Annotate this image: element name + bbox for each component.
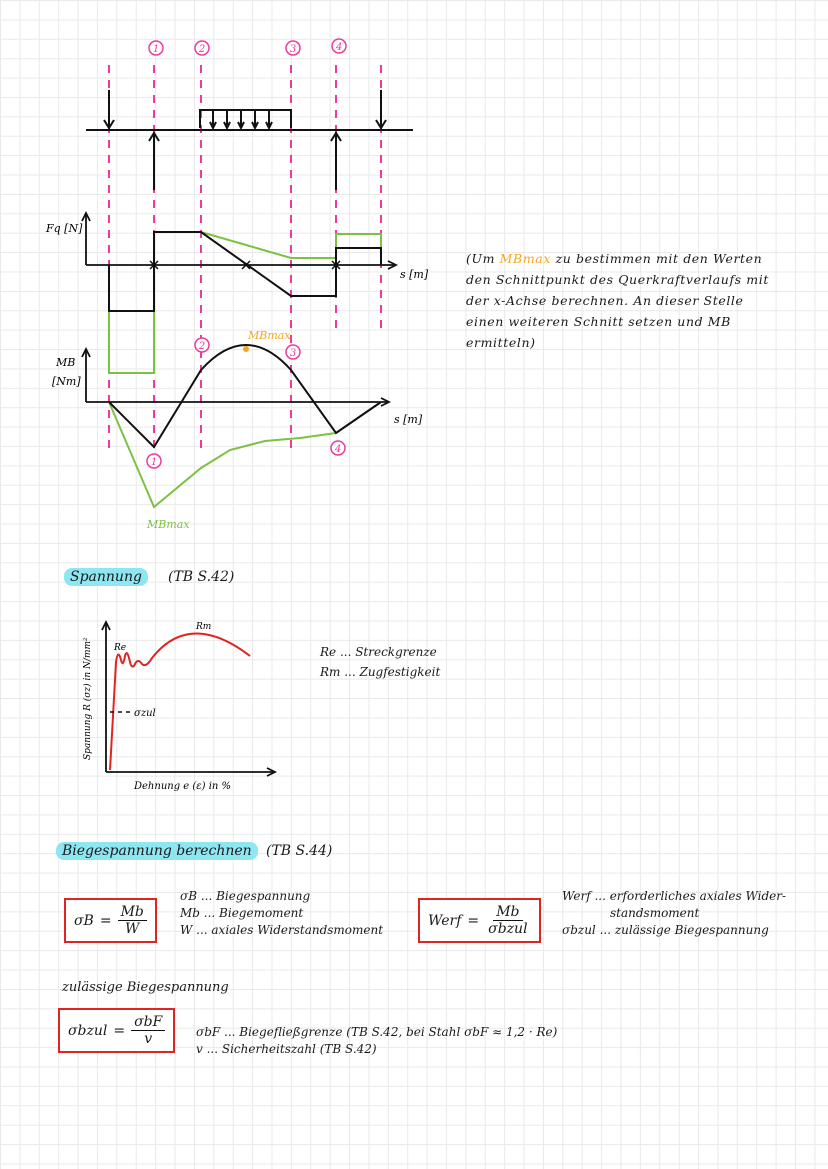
side-note-line-1: (Um MBmax zu bestimmen mit den Werten [466,248,796,269]
section-markers-moment: 1 2 3 4 [146,337,346,469]
moment-marker-2: 2 [198,341,205,352]
section-markers-top: 1 2 3 4 [148,38,347,56]
formula2-numerator: Mb [493,904,523,921]
glossary-1: σB ... Biegespannung Mb ... Biegemoment … [180,888,383,939]
side-note-line-5: ermitteln) [466,335,536,350]
side-note-suffix: zu bestimmen mit den Werten [555,251,763,266]
formula1-equals: = [99,912,112,929]
side-note: (Um MBmax zu bestimmen mit den Werten de… [466,248,796,353]
legend-re: Re ... Streckgrenze [320,645,437,659]
moment-max-label-orange: MBmax [247,329,291,342]
sigma-zul-label: σzul [134,708,156,719]
formula3-lhs: σbzul [68,1022,108,1039]
stress-strain-curve [109,632,251,771]
stress-legend: Re ... Streckgrenze Rm ... Zugfestigkeit [320,642,440,682]
formula3-equals: = [113,1022,126,1039]
legend-rm: Rm ... Zugfestigkeit [320,665,441,679]
section-lines [108,65,382,450]
stress-strain-chart: Re Rm σzul Spannung R (σz) in N/mm² Dehn… [82,619,278,792]
moment-max-point [243,346,249,352]
stress-y-axis-label: Spannung R (σz) in N/mm² [82,637,93,760]
formula2-lhs: Werf [428,912,462,929]
shear-axes [81,210,399,270]
moment-x-axis-label: s [m] [394,413,423,426]
glossary-2-line-2: standsmoment [610,906,700,920]
spannung-heading: Spannung [64,568,148,586]
shear-y-axis-label: Fq [N] [45,222,83,235]
biegespannung-heading: Biegespannung berechnen [56,842,258,860]
subheading-allowable-stress: zulässige Biegespannung [62,980,229,995]
formula-allowable-stress: σbzul = σbF v [58,1008,176,1053]
glossary-2: Werf ... erforderliches axiales Wider- s… [562,888,812,939]
formula-required-modulus: Werf = Mb σbzul [418,898,541,943]
glossary-1-line-2: Mb ... Biegemoment [180,906,304,920]
formula2-equals: = [467,912,480,929]
glossary-3-line-1: σbF ... Biegefließgrenze (TB S.42, bei S… [196,1025,558,1039]
moment-max-label-green: MBmax [146,518,190,531]
shear-zero-crossing-mark [149,260,341,270]
formula1-fraction: Mb W [117,904,147,937]
formula2-denominator: σbzul [488,921,528,937]
stress-strain-axes [101,619,278,777]
moment-curve-green [108,401,382,509]
side-note-prefix: (Um [466,251,496,266]
glossary-1-line-3: W ... axiales Widerstandsmoment [180,923,384,937]
moment-marker-3: 3 [290,348,296,359]
side-note-highlight: MBmax [499,251,551,266]
side-note-line-2: den Schnittpunkt des Querkraftverlaufs m… [466,272,769,287]
rm-label: Rm [195,622,211,632]
beam-diagram-svg: 1 2 3 4 Fq [N] s [m] MB [ [45,38,429,531]
biegespannung-reference: (TB S.44) [266,843,333,859]
formula1-lhs: σB [74,912,94,929]
moment-axes [81,346,392,407]
formula-bending-stress: σB = Mb W [64,898,157,943]
side-note-line-4: einen weiteren Schnitt setzen und MB [466,314,731,329]
marker-2-label: 2 [198,44,205,55]
moment-y-axis-label-1: MB [55,356,75,369]
re-label: Re [113,643,126,653]
formula1-denominator: W [125,921,140,937]
marker-3-label: 3 [290,44,296,55]
formula3-fraction: σbF v [131,1014,166,1047]
marker-4-label: 4 [335,42,342,53]
glossary-2-line-3: σbzul ... zulässige Biegespannung [562,923,769,937]
formula2-fraction: Mb σbzul [485,904,530,937]
marker-1-label: 1 [153,44,159,55]
formula3-numerator: σbF [131,1014,166,1031]
shear-curve-green [108,231,382,374]
spannung-reference: (TB S.42) [168,569,235,585]
side-note-line-3: der x-Achse berechnen. An dieser Stelle [466,293,744,308]
glossary-3-line-2: v ... Sicherheitszahl (TB S.42) [196,1042,377,1056]
stress-x-axis-label: Dehnung e (ε) in % [133,781,231,792]
glossary-1-line-1: σB ... Biegespannung [180,889,311,903]
shear-x-axis-label: s [m] [400,268,429,281]
formula3-denominator: v [144,1031,153,1047]
formula1-numerator: Mb [117,904,147,921]
moment-y-axis-label-2: [Nm] [52,375,81,388]
glossary-3: σbF ... Biegefließgrenze (TB S.42, bei S… [196,1024,557,1058]
moment-marker-1: 1 [151,457,157,468]
glossary-2-line-1: Werf ... erforderliches axiales Wider- [562,889,787,903]
moment-marker-4: 4 [334,444,341,455]
moment-curve-black [108,344,382,449]
beam-forces [103,90,387,190]
